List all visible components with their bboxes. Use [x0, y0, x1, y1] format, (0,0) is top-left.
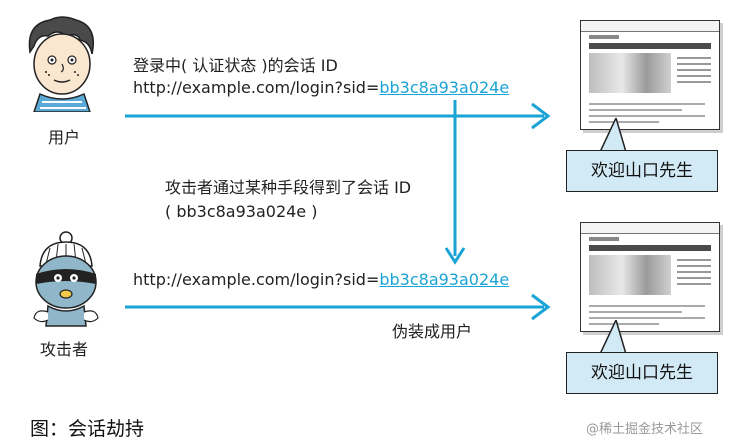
site-nav [589, 245, 711, 251]
user-avatar-icon [28, 16, 94, 112]
callout-pointer-bottom [598, 320, 628, 355]
site-logo [589, 237, 619, 241]
welcome-callout-bottom: 欢迎山口先生 [566, 352, 718, 394]
url-prefix: http://example.com/login?sid= [133, 78, 380, 97]
figure-caption: 图：会话劫持 [30, 418, 145, 440]
session-status-text: 登录中( 认证状态 )的会话 ID [133, 56, 338, 75]
watermark: @稀土掘金技术社区 [586, 422, 704, 437]
attacker-label: 攻击者 [40, 340, 89, 359]
welcome-callout-top: 欢迎山口先生 [566, 150, 718, 192]
site-hero-image [589, 255, 671, 295]
site-sidebar [677, 53, 711, 93]
browser-window-bottom [580, 222, 720, 332]
session-leak-arrowhead [444, 247, 466, 265]
browser-window-top [580, 20, 720, 130]
site-hero-image [589, 53, 671, 93]
site-nav [589, 43, 711, 49]
attacker-request-arrowhead [531, 293, 551, 321]
user-label: 用户 [48, 128, 81, 147]
session-id: bb3c8a93a024e [379, 78, 510, 97]
site-sidebar [677, 255, 711, 295]
browser-titlebar [581, 21, 719, 32]
attacker-url: http://example.com/login?sid=bb3c8a93a02… [133, 270, 509, 290]
impersonate-label: 伪装成用户 [392, 322, 473, 341]
site-body-text [589, 99, 705, 123]
obtained-session-id: ( bb3c8a93a024e ) [165, 202, 318, 221]
browser-titlebar [581, 223, 719, 234]
session-id: bb3c8a93a024e [379, 270, 510, 289]
url-prefix: http://example.com/login?sid= [133, 270, 380, 289]
obtained-session-text: 攻击者通过某种手段得到了会话 ID [165, 178, 412, 197]
callout-pointer-top [598, 118, 628, 153]
site-body-text [589, 301, 705, 325]
user-url: http://example.com/login?sid=bb3c8a93a02… [133, 78, 509, 98]
user-request-arrowhead [531, 102, 551, 130]
attacker-avatar-icon [33, 231, 99, 327]
site-logo [589, 35, 619, 39]
